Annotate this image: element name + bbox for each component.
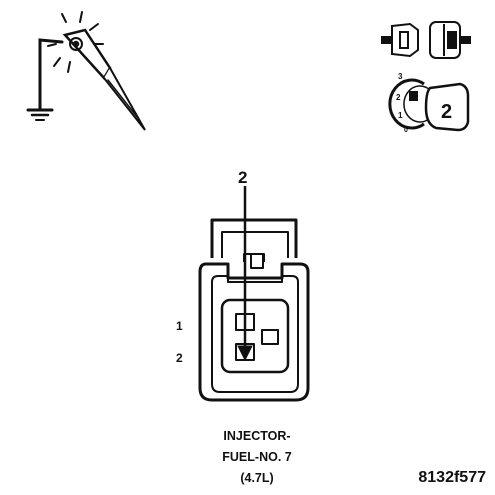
- key-position-label-3: 3: [398, 72, 403, 81]
- test-light-probe-icon: [26, 11, 146, 131]
- connector-caption-line3: (4.7L): [240, 471, 273, 485]
- connector-caption-line1: INJECTOR-: [223, 429, 290, 443]
- probe-pointer-arrow: [237, 186, 253, 362]
- figure-id: 8132f577: [418, 469, 486, 486]
- injector-connector-face: [198, 218, 310, 402]
- pin-label-2: 2: [176, 351, 183, 365]
- harness-connector-plug-icon: [381, 21, 471, 59]
- pin-label-1: 1: [176, 319, 183, 333]
- key-position-label-0: 0: [404, 127, 408, 134]
- connector-caption-line2: FUEL-NO. 7: [222, 450, 291, 464]
- probe-cavity-label: 2: [238, 168, 247, 187]
- key-selected-position: 2: [441, 101, 452, 123]
- ignition-key-icon: [388, 78, 470, 132]
- key-position-label-1: 1: [398, 111, 403, 120]
- key-position-label-2: 2: [396, 93, 401, 102]
